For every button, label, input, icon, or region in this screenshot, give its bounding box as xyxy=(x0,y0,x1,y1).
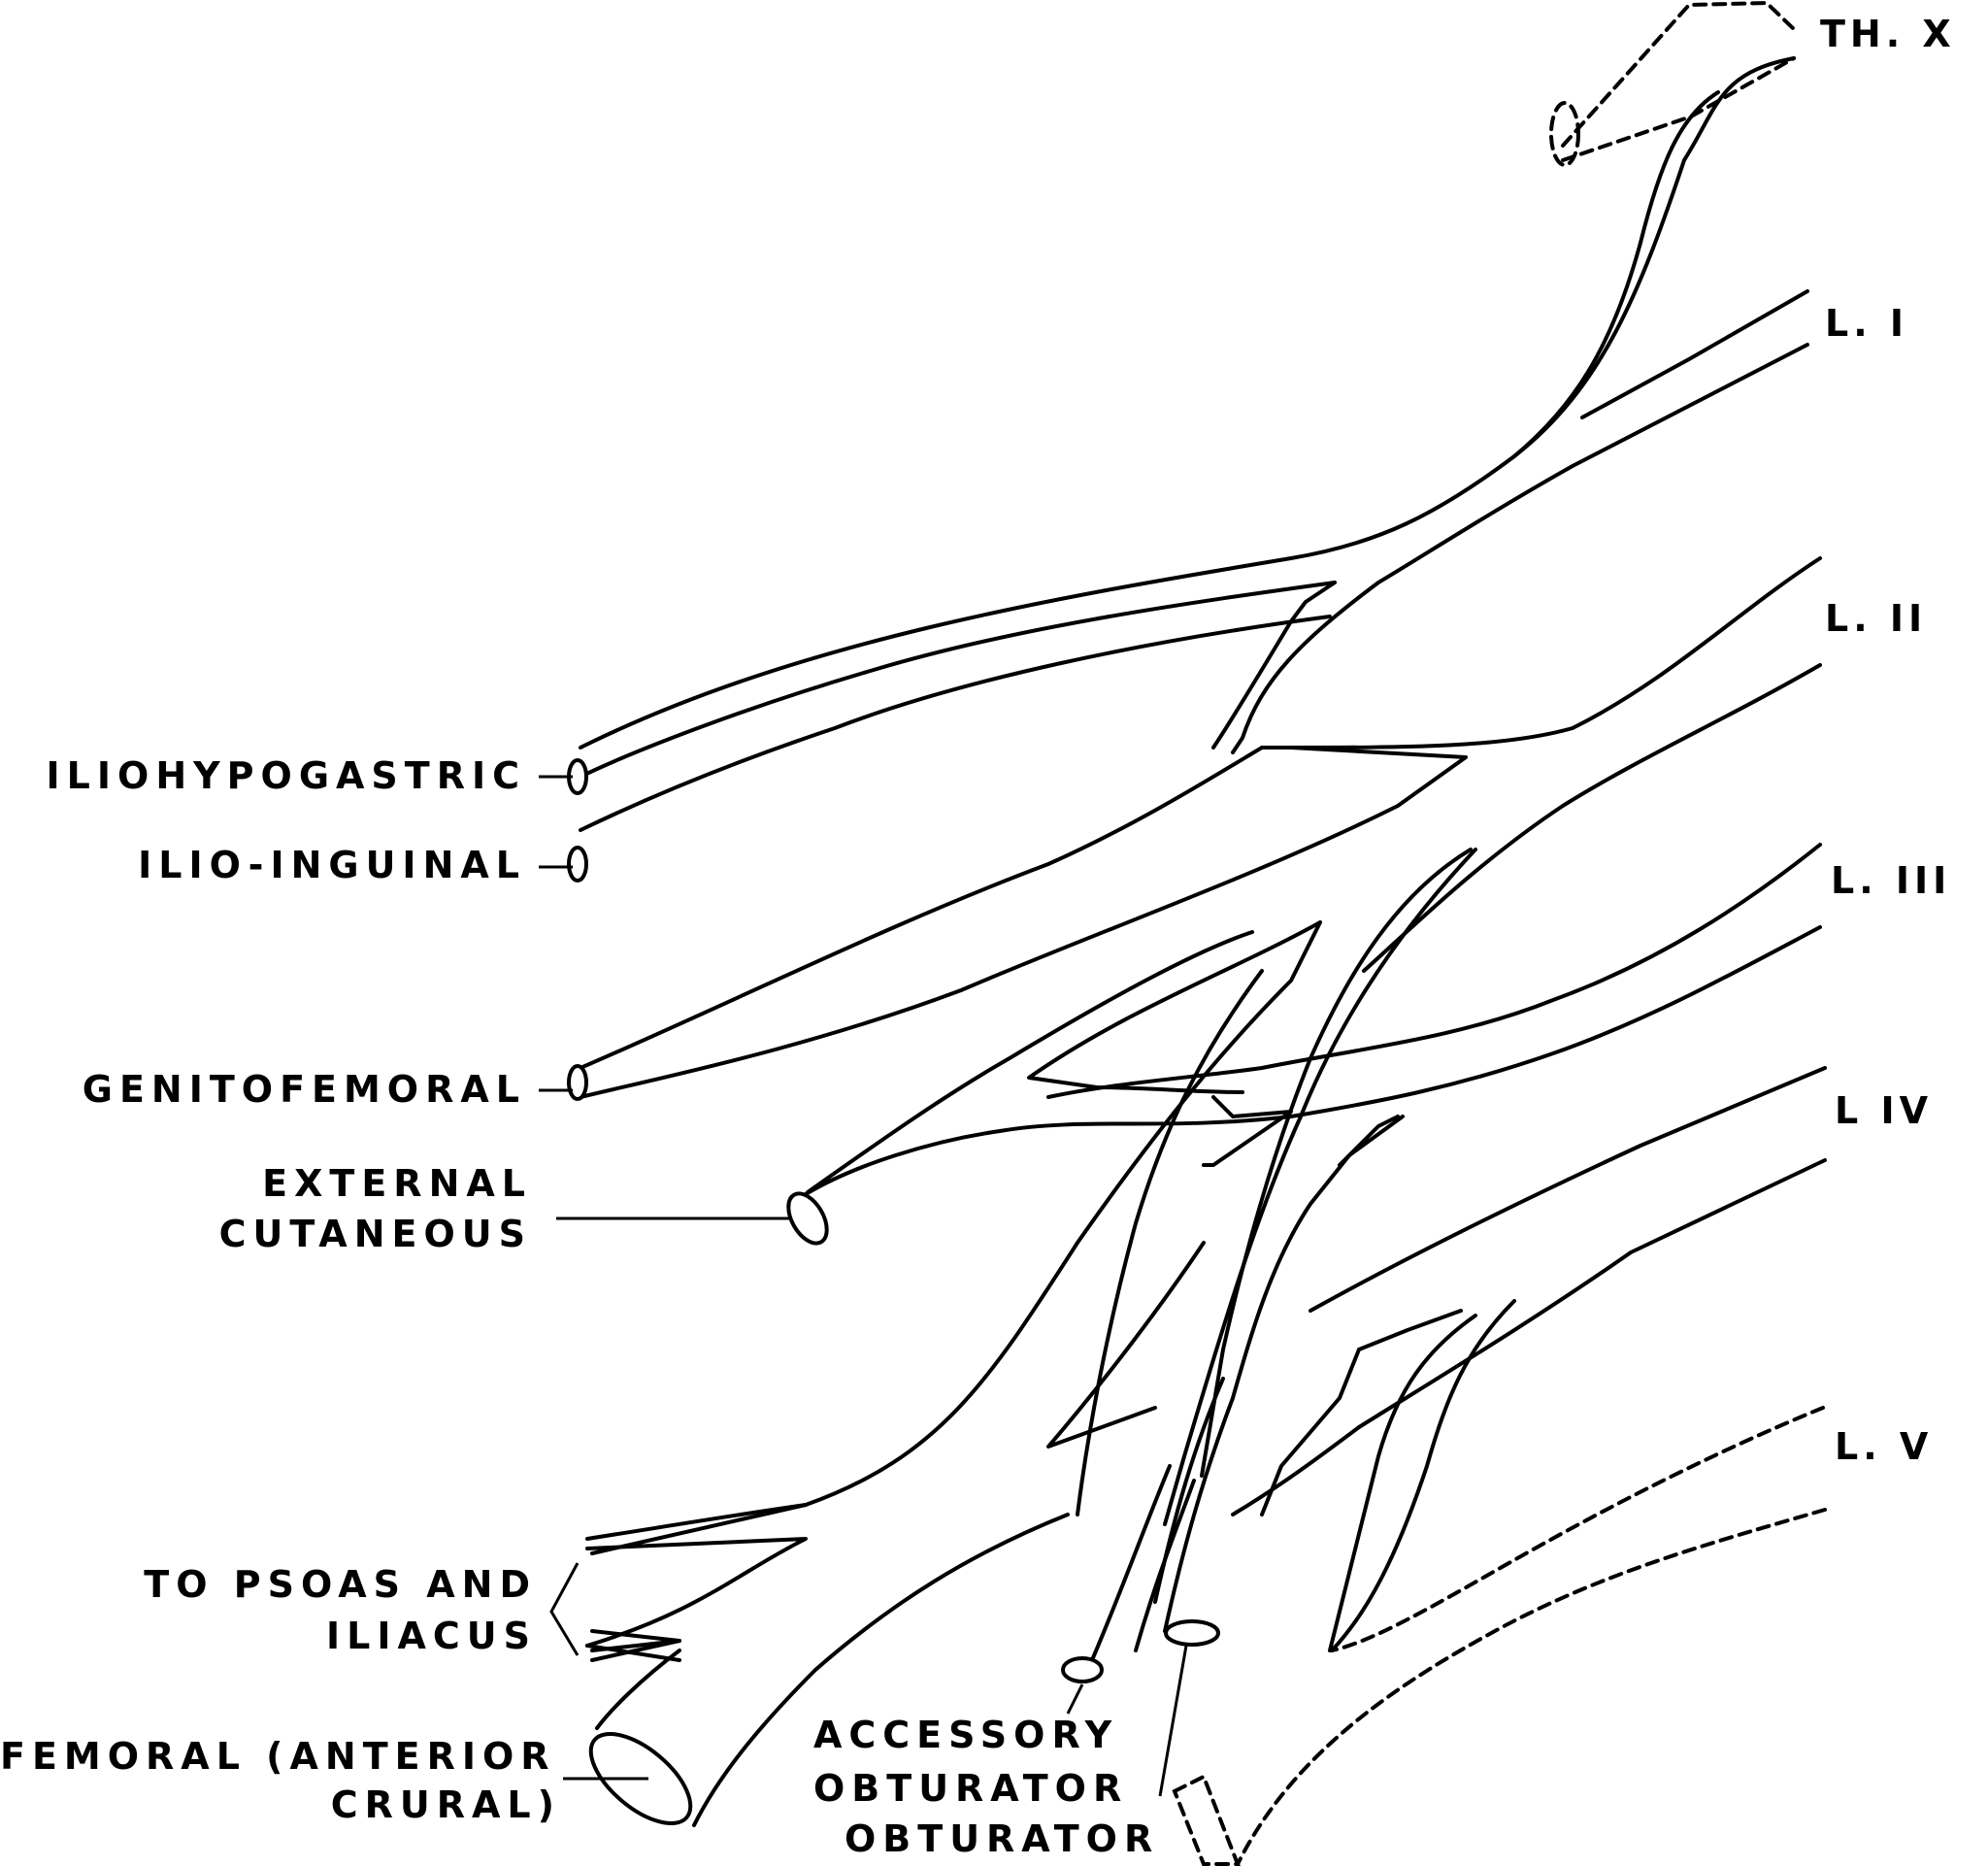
accessory-obturator-cut-end xyxy=(1061,1656,1104,1683)
label-psoas-line2: ILIACUS xyxy=(326,1615,537,1657)
obturator-branches xyxy=(1046,848,1827,1683)
label-accessory-obturator-line2: OBTURATOR xyxy=(813,1767,1128,1810)
label-obturator: OBTURATOR xyxy=(845,1817,1159,1860)
l2-trunk xyxy=(567,556,1822,1101)
root-label-l5: L. V xyxy=(1835,1425,1933,1468)
l5-dashed-trunk xyxy=(1172,1406,1827,1866)
label-femoral-line1: FEMORAL (ANTERIOR xyxy=(0,1735,556,1778)
label-femoral-line2: CRURAL) xyxy=(331,1783,561,1826)
root-label-l1: L. I xyxy=(1825,302,1908,345)
l3-trunk xyxy=(590,843,1822,1555)
root-label-th-x: TH. X xyxy=(1820,13,1956,55)
root-label-l3: L. III xyxy=(1831,859,1951,902)
label-genitofemoral: GENITOFEMORAL xyxy=(83,1068,526,1111)
root-label-l2: L. II xyxy=(1825,597,1927,640)
th-x-dashed-trunk xyxy=(1549,0,1796,167)
label-external-cutaneous-line2: CUTANEOUS xyxy=(219,1213,532,1255)
upper-trunks xyxy=(567,56,1809,883)
obturator-cut-end xyxy=(1164,1619,1220,1647)
label-iliohypogastric: ILIOHYPOGASTRIC xyxy=(47,754,526,797)
label-accessory-obturator-line1: ACCESSORY xyxy=(813,1714,1118,1756)
label-external-cutaneous-line1: EXTERNAL xyxy=(262,1162,532,1205)
external-cutaneous-cut-end xyxy=(786,1191,829,1246)
leader-lines xyxy=(539,775,1188,1797)
ilio-inguinal-cut-end xyxy=(567,846,588,883)
label-psoas-line1: TO PSOAS AND xyxy=(144,1563,537,1606)
root-label-l4: L IV xyxy=(1835,1089,1933,1132)
genitofemoral-cut-end xyxy=(567,1064,588,1101)
label-ilio-inguinal: ILIO-INGUINAL xyxy=(138,844,526,886)
